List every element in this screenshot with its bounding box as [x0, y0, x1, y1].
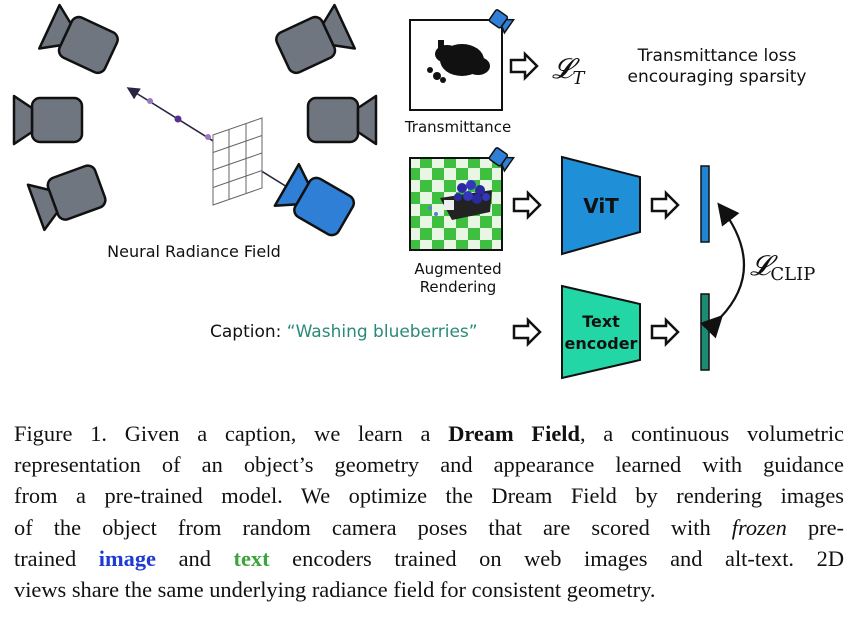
camera-active-blue — [273, 162, 356, 237]
image-term: image — [98, 545, 156, 571]
transmittance-label: Transmittance — [404, 118, 511, 136]
caption-prefix: Caption: — [210, 322, 287, 342]
text-encoder-label-line2: encoder — [565, 334, 638, 353]
caption-line-1: Figure 1. Given a caption, we learn a Dr… — [14, 418, 844, 449]
augmented-camera-icon — [488, 147, 516, 173]
camera-top-left — [37, 3, 123, 79]
caption-line-3: from a pre-trained model. We optimize th… — [14, 483, 844, 509]
arrow-caption-to-text-encoder — [512, 318, 542, 346]
text-encoder-label-line1: Text — [582, 312, 620, 331]
text-encoder — [561, 284, 641, 380]
camera-mid-left — [12, 94, 84, 146]
ray-sample-point — [147, 98, 153, 104]
figure-caption: Figure 1. Given a caption, we learn a Dr… — [14, 418, 844, 605]
caption-text: and — [155, 545, 234, 571]
arrow-to-vit — [512, 191, 542, 219]
nerf-label: Neural Radiance Field — [107, 242, 281, 261]
arrow-text-encoder-to-embedding — [650, 318, 680, 346]
dream-field-term: Dream Field — [448, 421, 580, 446]
caption-text: pre- — [786, 514, 844, 540]
augmented-label-line1: Augmented — [414, 260, 501, 278]
text-embedding — [700, 293, 710, 371]
caption-text: encoders trained on web images and alt-t… — [269, 545, 844, 571]
caption-text: of the object from random camera poses t… — [14, 514, 732, 540]
camera-bottom-left — [26, 160, 110, 232]
caption-text: trained — [14, 545, 99, 571]
arrow-vit-to-embedding — [650, 191, 680, 219]
image-plane-grid — [212, 117, 263, 206]
caption-quote: “Washing blueberries” — [287, 322, 478, 342]
loss-t-desc-line1: Transmittance loss — [637, 46, 797, 66]
loss-clip-subscript: CLIP — [770, 264, 815, 285]
loss-t-symbol: 𝓛T — [552, 52, 586, 89]
clip-loss-curve — [699, 202, 746, 339]
vit-label: ViT — [583, 194, 619, 218]
frozen-term: frozen — [731, 514, 787, 540]
text-term: text — [233, 545, 270, 571]
augmented-label-line2: Rendering — [420, 278, 497, 296]
caption-line: Caption: “Washing blueberries” — [210, 322, 478, 342]
camera-mid-right — [306, 94, 378, 146]
caption-line-4: of the object from random camera poses t… — [14, 512, 844, 543]
arrow-to-loss-t — [509, 52, 539, 80]
caption-text: , a continuous volumetric — [579, 421, 844, 446]
ray-sample-point — [174, 115, 182, 123]
vit-encoder — [561, 155, 641, 256]
loss-t-desc-line2: encouraging sparsity — [627, 67, 806, 87]
loss-clip-symbol: 𝓛CLIP — [750, 249, 815, 285]
figure-diagram: Neural Radiance Field Transmittance 𝓛T T… — [12, 3, 815, 380]
image-embedding — [700, 165, 710, 243]
caption-text: Figure 1. Given a caption, we learn a — [14, 421, 449, 446]
blueberries-object — [428, 180, 492, 220]
loss-t-subscript: T — [572, 68, 586, 89]
caption-line-2: representation of an object’s geometry a… — [14, 452, 844, 478]
transmittance-silhouette — [427, 40, 490, 83]
caption-line-6: views share the same underlying radiance… — [14, 577, 656, 603]
camera-top-right — [271, 3, 357, 79]
transmittance-camera-icon — [488, 9, 516, 35]
caption-line-5: trained image and text encoders trained … — [14, 543, 844, 574]
ray-sample-point — [205, 134, 211, 140]
